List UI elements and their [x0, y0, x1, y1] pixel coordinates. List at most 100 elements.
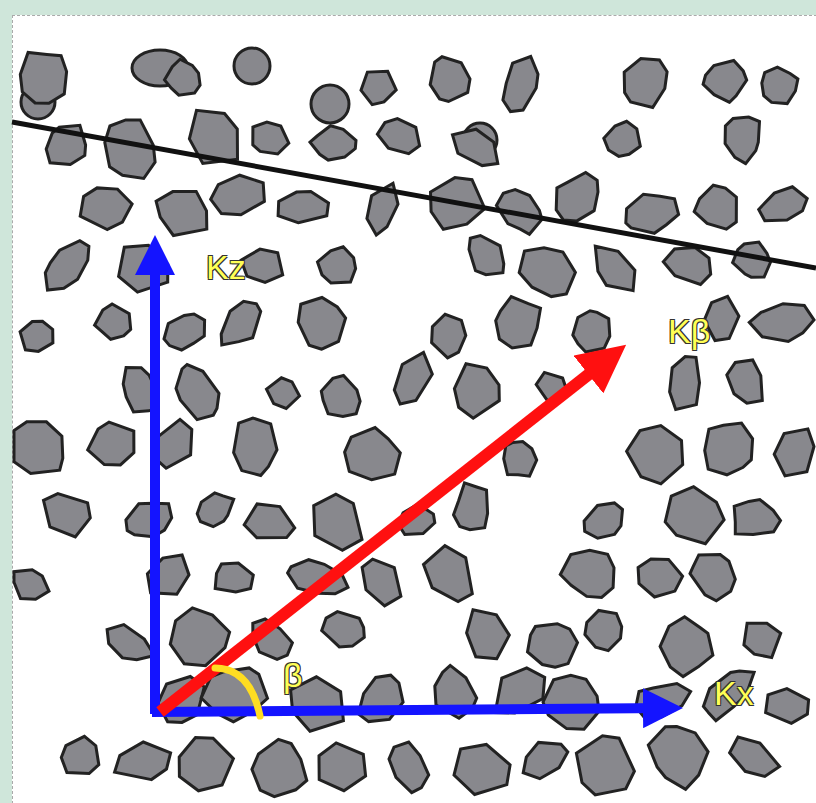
soil-grain: [14, 570, 49, 600]
soil-grain: [665, 487, 724, 544]
soil-grain: [95, 304, 131, 339]
soil-grain: [453, 129, 498, 165]
soil-grain: [595, 246, 635, 290]
soil-grain: [20, 321, 53, 351]
soil-grain: [762, 67, 798, 103]
soil-grain: [690, 555, 735, 601]
soil-grain: [179, 738, 233, 791]
soil-grain: [556, 173, 598, 222]
soil-grain: [766, 689, 809, 724]
soil-grain: [703, 671, 754, 721]
soil-grain: [528, 624, 578, 668]
soil-grain: [221, 301, 261, 345]
soil-grain: [241, 249, 283, 282]
soil-grain: [636, 684, 691, 721]
soil-grain: [322, 612, 365, 647]
soil-grain: [311, 85, 349, 123]
soil-grain: [660, 617, 713, 677]
soil-grain: [298, 298, 345, 350]
soil-grain: [573, 311, 610, 352]
soil-grain: [759, 187, 808, 221]
kbeta-label: Kβ: [668, 314, 710, 348]
soil-grain: [119, 245, 168, 292]
soil-grain: [362, 559, 401, 606]
angle-arc: [215, 668, 260, 716]
soil-grain: [585, 610, 622, 650]
soil-grain: [321, 376, 360, 417]
soil-grain: [267, 378, 300, 409]
soil-grain: [694, 185, 736, 229]
angle-label: β: [283, 658, 303, 692]
soil-grain: [361, 71, 396, 104]
soil-grain: [345, 428, 401, 480]
soil-grain: [215, 563, 253, 592]
soil-grain: [496, 297, 541, 348]
soil-grain: [454, 364, 499, 418]
soil-grain: [543, 675, 599, 729]
soil-grain: [164, 314, 205, 350]
soil-grain: [523, 742, 568, 778]
soil-grain: [45, 241, 89, 290]
reference-line: [12, 122, 816, 268]
soil-grain: [197, 493, 234, 527]
soil-grain: [560, 550, 614, 597]
soil-grain: [727, 360, 763, 403]
soil-grain: [234, 418, 277, 476]
soil-grain: [734, 500, 780, 535]
soil-grain: [318, 247, 356, 283]
kz-axis-arrow: [150, 250, 160, 714]
soil-grain: [624, 59, 667, 108]
soil-grain: [115, 742, 171, 780]
soil-grain: [253, 122, 289, 154]
soil-grain: [176, 365, 219, 420]
soil-grain: [454, 744, 510, 794]
soil-grain: [744, 623, 781, 657]
soil-grain: [627, 426, 683, 484]
soil-grain: [519, 248, 575, 297]
soil-grain: [105, 120, 155, 179]
soil-grain: [126, 503, 172, 536]
soil-grain: [20, 52, 66, 103]
soil-grain: [504, 442, 537, 477]
soil-grain: [14, 422, 63, 474]
soil-grain: [725, 117, 759, 164]
soil-grain: [774, 429, 814, 476]
kx-label: Kx: [714, 676, 754, 710]
kbeta-arrow: [160, 356, 612, 712]
soil-grain: [576, 736, 634, 795]
soil-grain: [389, 742, 429, 793]
soil-grain: [604, 121, 641, 156]
soil-grain: [88, 422, 134, 465]
soil-grain: [319, 743, 366, 791]
soil-grain: [469, 236, 504, 275]
soil-grain: [156, 191, 207, 235]
soil-grain: [377, 119, 419, 154]
soil-grain: [61, 736, 99, 773]
soil-grain: [432, 314, 466, 358]
soil-grain: [503, 57, 538, 112]
soil-grain: [749, 304, 814, 342]
soil-grain: [430, 57, 470, 102]
kz-label: Kz: [206, 250, 246, 284]
soil-grain: [670, 357, 700, 410]
soil-grain: [454, 483, 488, 530]
soil-grain: [584, 503, 622, 538]
soil-grain: [44, 494, 91, 537]
soil-grain: [211, 175, 265, 215]
soil-grain: [730, 737, 780, 776]
soil-grain: [648, 727, 708, 790]
soil-grain: [314, 494, 362, 550]
soil-grain: [165, 59, 201, 95]
soil-grain: [80, 188, 132, 230]
soil-grain: [394, 353, 432, 404]
soil-grain: [310, 126, 356, 160]
kx-axis-arrow: [152, 708, 668, 712]
soil-grain: [107, 625, 154, 660]
soil-grain: [705, 423, 753, 475]
soil-grain: [244, 504, 295, 538]
soil-grain: [663, 247, 710, 284]
soil-grain: [638, 559, 683, 597]
soil-grain: [278, 192, 328, 223]
